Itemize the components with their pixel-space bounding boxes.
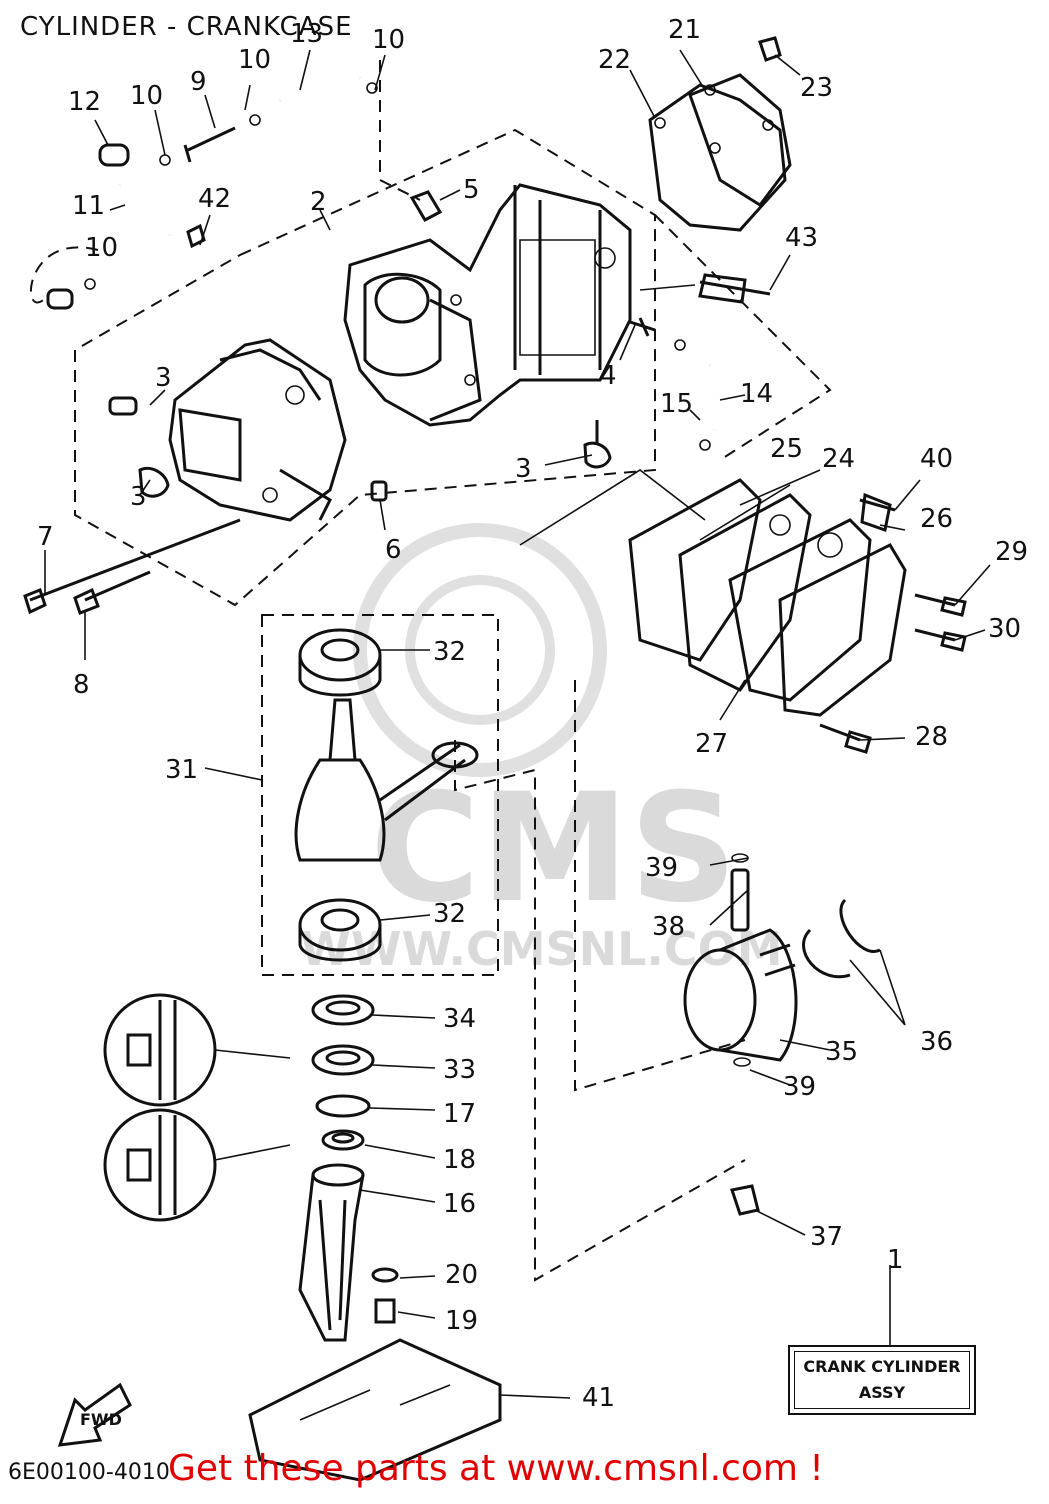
crankshaft-group-outline bbox=[261, 614, 499, 976]
callout-numbers: 1 2 3 3 3 4 5 6 7 8 9 10 10 10 10 11 12 … bbox=[37, 15, 1028, 1413]
watermark: CMS WWW.CMSNL.COM bbox=[300, 523, 783, 976]
callout-16: 16 bbox=[443, 1189, 476, 1219]
long-bolts bbox=[23, 518, 241, 615]
callout-42: 42 bbox=[198, 184, 231, 214]
piston-link-line bbox=[574, 680, 746, 1092]
callout-22: 22 bbox=[598, 45, 631, 75]
base-gasket bbox=[248, 1338, 502, 1482]
callout-12: 12 bbox=[68, 87, 101, 117]
fwd-marker: FWD bbox=[57, 1382, 132, 1447]
group-outlines bbox=[29, 60, 832, 1282]
callout-30: 30 bbox=[988, 614, 1021, 644]
callout-24: 24 bbox=[822, 444, 855, 474]
watermark-brand: CMS bbox=[370, 762, 737, 936]
callout-40: 40 bbox=[920, 444, 953, 474]
callout-14: 14 bbox=[740, 379, 773, 409]
callout-38: 38 bbox=[652, 912, 685, 942]
callout-10d: 10 bbox=[85, 233, 118, 263]
lower-housing bbox=[298, 1163, 399, 1342]
callout-10b: 10 bbox=[238, 45, 271, 75]
watermark-url: WWW.CMSNL.COM bbox=[300, 922, 783, 976]
small-fittings bbox=[108, 190, 656, 502]
spark-plug bbox=[698, 273, 896, 532]
callout-39b: 39 bbox=[783, 1072, 816, 1102]
callout-29: 29 bbox=[995, 537, 1028, 567]
callout-26: 26 bbox=[920, 504, 953, 534]
callout-32b: 32 bbox=[433, 899, 466, 929]
callout-41: 41 bbox=[582, 1383, 615, 1413]
callout-5: 5 bbox=[463, 175, 480, 205]
callout-3b: 3 bbox=[130, 482, 147, 512]
crankshaft bbox=[294, 628, 479, 962]
pin-link-line bbox=[454, 740, 746, 1282]
callout-13: 13 bbox=[290, 19, 323, 49]
cylinder-head-link-line bbox=[654, 214, 832, 461]
callout-32a: 32 bbox=[433, 637, 466, 667]
callout-33: 33 bbox=[443, 1055, 476, 1085]
callout-1: 1 bbox=[887, 1245, 904, 1275]
fwd-marker-label: FWD bbox=[80, 1410, 122, 1429]
callout-8: 8 bbox=[73, 670, 90, 700]
callout-35: 35 bbox=[825, 1037, 858, 1067]
callout-34: 34 bbox=[443, 1004, 476, 1034]
cylinder-head bbox=[628, 478, 967, 754]
callout-3c: 3 bbox=[515, 454, 532, 484]
callout-17: 17 bbox=[443, 1099, 476, 1129]
assembly-label-box: CRANK CYLINDER ASSY bbox=[788, 1345, 976, 1415]
crankcase-half bbox=[168, 338, 347, 522]
callout-6: 6 bbox=[385, 535, 402, 565]
callout-19: 19 bbox=[445, 1306, 478, 1336]
callout-25: 25 bbox=[770, 434, 803, 464]
promo-link-text[interactable]: Get these parts at www.cmsnl.com ! bbox=[168, 1448, 824, 1489]
diagram-title: CYLINDER - CRANKCASE bbox=[20, 12, 353, 42]
callout-3a: 3 bbox=[155, 363, 172, 393]
callout-36: 36 bbox=[920, 1027, 953, 1057]
drawing-code: 6E00100-4010 bbox=[8, 1460, 170, 1485]
hose-link-line bbox=[379, 60, 421, 201]
assembly-label-line2: ASSY bbox=[858, 1383, 906, 1402]
callout-9: 9 bbox=[190, 67, 207, 97]
callout-39a: 39 bbox=[645, 853, 678, 883]
callout-20: 20 bbox=[445, 1260, 478, 1290]
seal-detail-views bbox=[103, 993, 291, 1222]
callout-23: 23 bbox=[800, 73, 833, 103]
callout-37: 37 bbox=[810, 1222, 843, 1252]
callout-27: 27 bbox=[695, 729, 728, 759]
assembly-label-inner: CRANK CYLINDER ASSY bbox=[794, 1351, 970, 1409]
top-cover bbox=[648, 36, 792, 232]
callout-31: 31 bbox=[165, 755, 198, 785]
callout-21: 21 bbox=[668, 15, 701, 45]
hose11-link-line bbox=[29, 246, 99, 304]
callout-18: 18 bbox=[443, 1145, 476, 1175]
callout-28: 28 bbox=[915, 722, 948, 752]
head-gasket-link-line bbox=[519, 469, 706, 546]
callout-15: 15 bbox=[660, 389, 693, 419]
assembly-label-line1: CRANK CYLINDER bbox=[803, 1357, 961, 1376]
callout-10c: 10 bbox=[372, 25, 405, 55]
callout-4: 4 bbox=[600, 361, 617, 391]
callout-2: 2 bbox=[310, 187, 327, 217]
leader-lines bbox=[44, 49, 991, 1399]
cylinder-block bbox=[343, 183, 632, 427]
lower-seals bbox=[311, 994, 375, 1151]
callout-7: 7 bbox=[37, 522, 54, 552]
callout-10a: 10 bbox=[130, 81, 163, 111]
callout-11: 11 bbox=[72, 191, 105, 221]
piston-assembly bbox=[683, 853, 881, 1216]
hoses bbox=[46, 71, 721, 451]
callout-43: 43 bbox=[785, 223, 818, 253]
